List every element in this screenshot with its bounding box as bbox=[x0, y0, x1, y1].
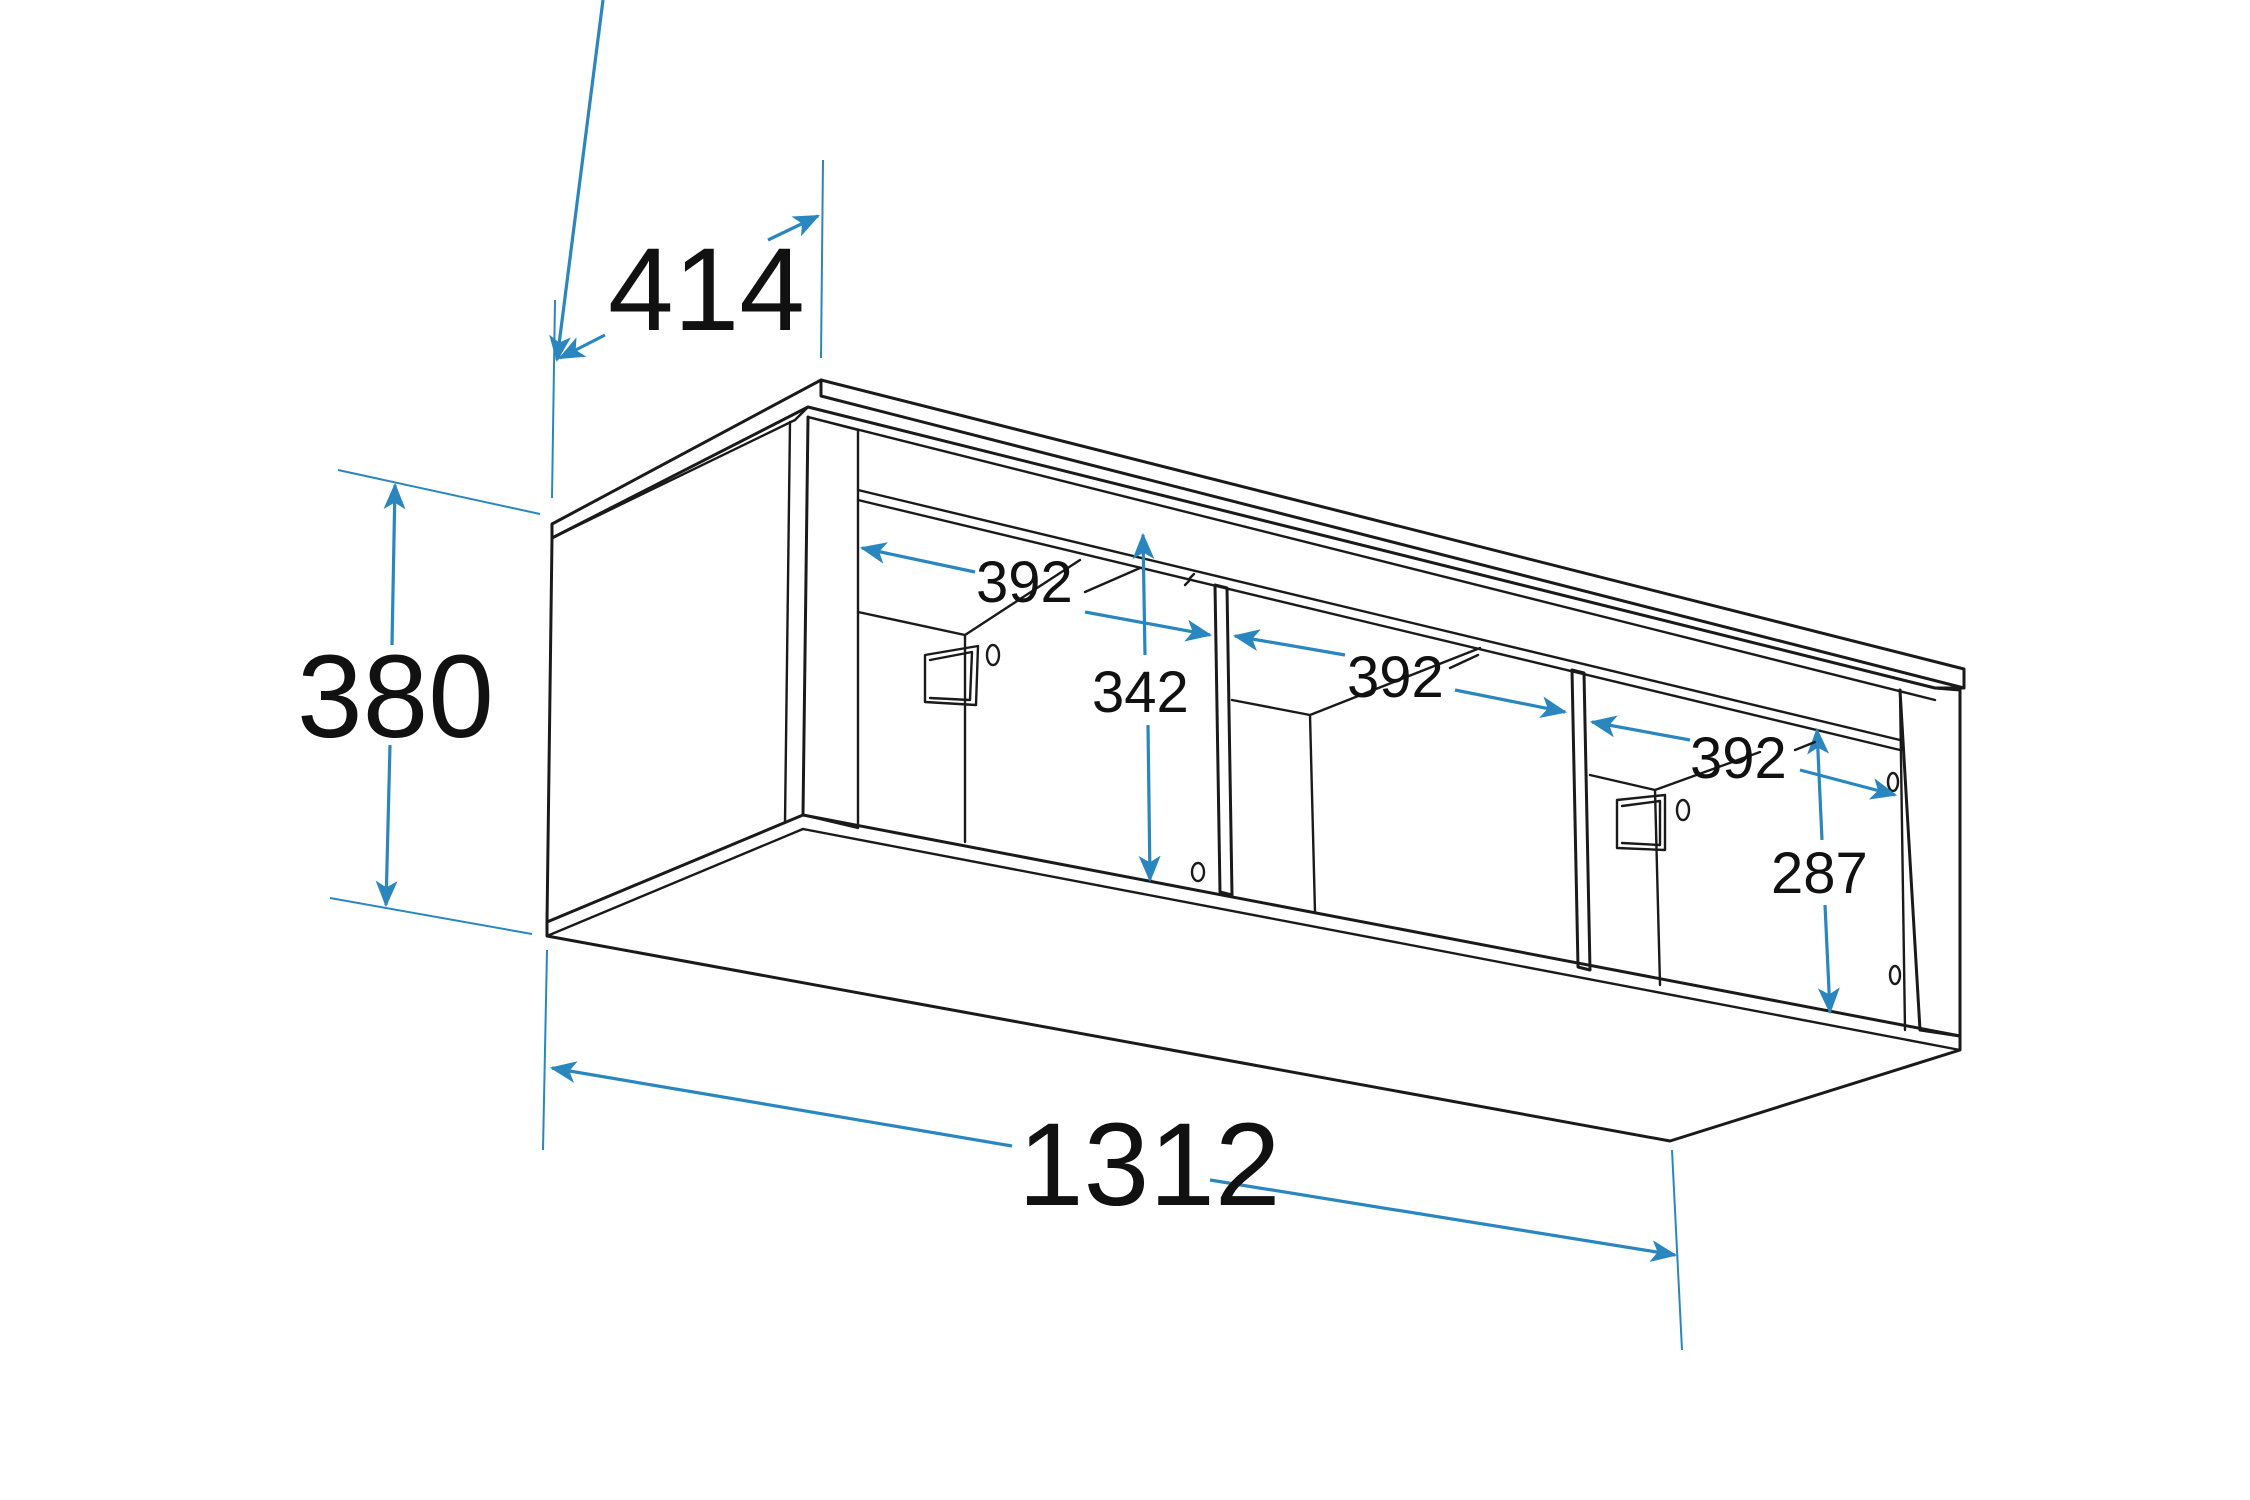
dim-comp2-line-a bbox=[1232, 629, 1346, 657]
label-leaders bbox=[1083, 566, 1817, 752]
dimension-lines bbox=[375, 0, 1898, 1263]
leader-comp1 bbox=[1083, 566, 1142, 594]
bottom-panel bbox=[545, 813, 1962, 1143]
top-panel-front-lower bbox=[806, 415, 1937, 702]
top-panel bbox=[550, 378, 1966, 690]
dim-width-line-a bbox=[549, 1061, 1013, 1148]
compartment-3-cam-hole bbox=[1675, 798, 1691, 822]
compartment-1-cam-hole bbox=[985, 643, 1001, 667]
dim-height-line-a bbox=[383, 482, 406, 646]
compartment-1-back-shadow bbox=[856, 558, 1082, 844]
label-compartment-width-2: 392 bbox=[1347, 645, 1444, 710]
label-compartment-width-1: 392 bbox=[976, 550, 1073, 615]
dim-comp1-line-b bbox=[1084, 610, 1213, 642]
dim-comp3-line-a bbox=[1589, 715, 1691, 742]
label-inner-height: 342 bbox=[1092, 660, 1189, 725]
left-side-inner bbox=[783, 420, 792, 824]
dim-comp3-line-b bbox=[1799, 768, 1898, 800]
right-side-panel bbox=[1898, 686, 1962, 1038]
label-height: 380 bbox=[297, 631, 494, 763]
compartment-1-shelf-pin bbox=[923, 644, 980, 707]
extension-lines bbox=[329, 159, 1683, 1351]
partition-2 bbox=[1570, 668, 1592, 972]
hole-3 bbox=[1886, 771, 1900, 793]
leader-comp2 bbox=[1448, 653, 1480, 670]
dim-depth-line-a bbox=[549, 0, 605, 363]
left-frame-front bbox=[801, 415, 860, 830]
right-side-inner bbox=[1898, 688, 1907, 1032]
compartment-3-shelf-pin bbox=[1615, 793, 1667, 852]
dimension-labels: 414 380 1312 392 392 392 342 287 bbox=[297, 224, 1868, 1231]
dim-depth-line-b bbox=[767, 214, 820, 242]
left-side-panel bbox=[545, 415, 810, 924]
compartment-3-back-shadow bbox=[1588, 750, 1762, 987]
back-top-edge bbox=[856, 488, 1902, 742]
dim-comp2-line-b bbox=[1454, 688, 1568, 719]
hole-1 bbox=[1190, 861, 1206, 883]
ext-depth-right bbox=[820, 159, 824, 359]
ext-width-right bbox=[1671, 1149, 1683, 1351]
label-depth: 414 bbox=[608, 224, 805, 356]
bottom-panel-top bbox=[801, 827, 1962, 1052]
ext-depth-left bbox=[551, 299, 556, 499]
hole-2 bbox=[1888, 964, 1902, 986]
label-width: 1312 bbox=[1018, 1099, 1281, 1231]
leader-comp3 bbox=[1793, 740, 1817, 752]
dim-inner-height-line-b bbox=[1138, 724, 1161, 883]
hole-4 bbox=[1183, 572, 1196, 587]
dim-width-line-b bbox=[1209, 1178, 1678, 1263]
compartment-2-back-shadow bbox=[1230, 646, 1482, 914]
cabinet-outline bbox=[545, 378, 1966, 1143]
dim-height-line-b bbox=[375, 744, 398, 908]
top-panel-front-edge bbox=[819, 378, 1966, 690]
label-shelf-height: 287 bbox=[1771, 841, 1868, 906]
dim-shelf-line-a bbox=[1807, 727, 1830, 841]
ext-height-bottom bbox=[329, 897, 533, 935]
dim-comp1-line-a bbox=[859, 542, 976, 574]
partition-1 bbox=[1213, 583, 1234, 897]
dim-depth-line-a2 bbox=[558, 333, 606, 360]
bottom-panel-front-edge bbox=[545, 813, 805, 938]
ext-width-left bbox=[542, 949, 548, 1151]
dim-shelf-line-b bbox=[1817, 904, 1840, 1015]
top-panel-underside bbox=[550, 405, 810, 540]
label-compartment-width-3: 392 bbox=[1690, 726, 1787, 791]
ext-height-top bbox=[337, 469, 541, 515]
dim-inner-height-line-a bbox=[1132, 532, 1155, 656]
back-top-edge-2 bbox=[856, 498, 1902, 752]
